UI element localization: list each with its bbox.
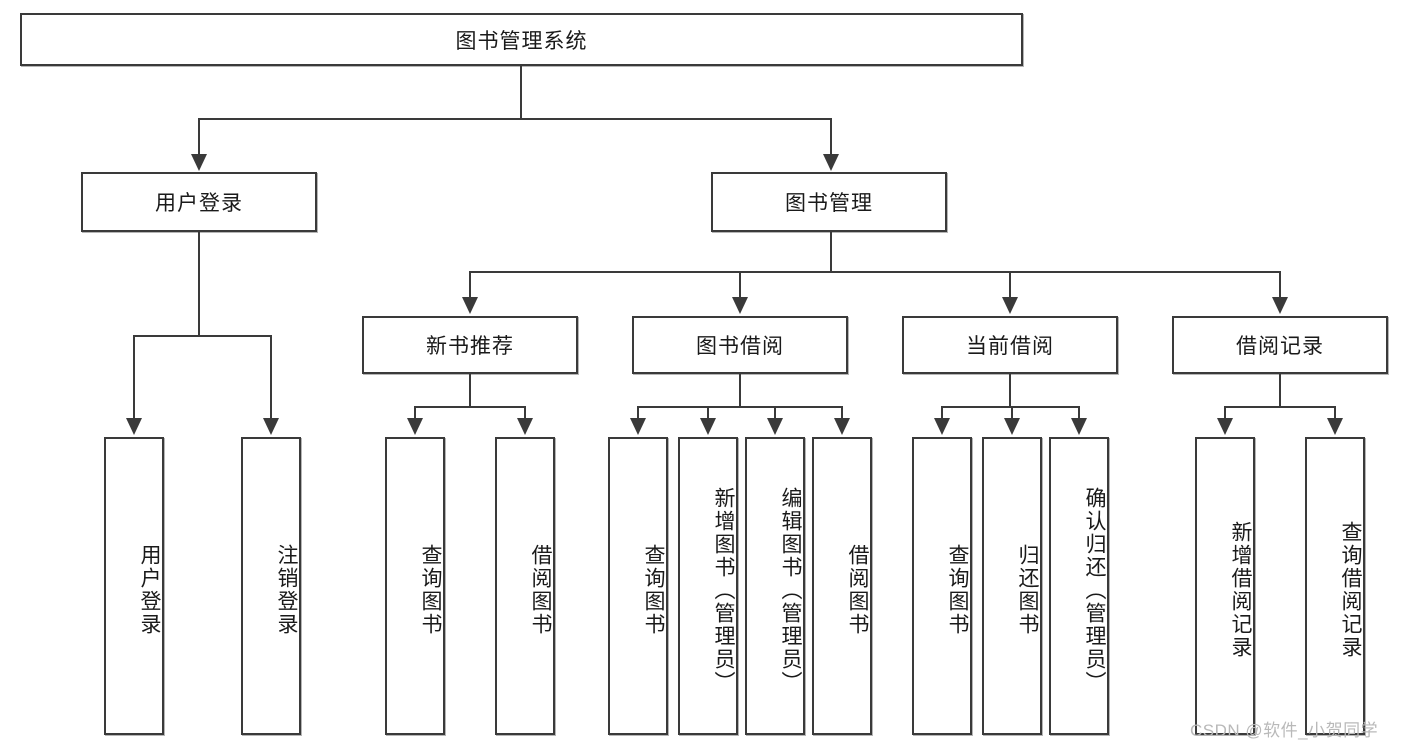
arrow-book-borrow-to-leaf-1 bbox=[630, 418, 646, 435]
node-label: 查询图书 bbox=[419, 544, 442, 636]
edge-new-book-to-leaf-1 bbox=[414, 406, 416, 420]
edge-current-borrow-bus bbox=[941, 406, 1079, 408]
node-borrow-record[interactable]: 借阅记录 bbox=[1172, 316, 1388, 374]
edge-borrow-record-bus bbox=[1224, 406, 1336, 408]
node-label: 用户登录 bbox=[155, 192, 243, 215]
edge-user-login-to-leaf-1 bbox=[133, 335, 135, 420]
node-label: 借阅图书 bbox=[529, 544, 552, 636]
arrow-user-login-to-leaf-1 bbox=[126, 418, 142, 435]
node-root-system[interactable]: 图书管理系统 bbox=[20, 13, 1023, 66]
node-book-management[interactable]: 图书管理 bbox=[711, 172, 947, 232]
edge-borrow-record-stem bbox=[1279, 374, 1281, 408]
arrow-new-book-to-leaf-2 bbox=[517, 418, 533, 435]
leaf-current-borrow-return-book[interactable]: 归还图书 bbox=[982, 437, 1042, 735]
edge-root-stem bbox=[520, 66, 522, 119]
edge-current-borrow-to-leaf-3 bbox=[1078, 406, 1080, 420]
node-new-book-recommend[interactable]: 新书推荐 bbox=[362, 316, 578, 374]
node-label: 借阅记录 bbox=[1236, 335, 1324, 358]
arrow-current-borrow-to-leaf-1 bbox=[934, 418, 950, 435]
edge-current-borrow-stem bbox=[1009, 374, 1011, 408]
leaf-borrow-record-add-record[interactable]: 新增借阅记录 bbox=[1195, 437, 1255, 735]
node-label: 确认归还（管理员） bbox=[1083, 486, 1106, 694]
edge-book-borrow-to-leaf-2 bbox=[707, 406, 709, 420]
leaf-new-book-query-book[interactable]: 查询图书 bbox=[385, 437, 445, 735]
edge-book-borrow-to-leaf-1 bbox=[637, 406, 639, 420]
node-label: 注销登录 bbox=[275, 544, 298, 636]
node-user-login[interactable]: 用户登录 bbox=[81, 172, 317, 232]
arrow-book-borrow-to-leaf-4 bbox=[834, 418, 850, 435]
csdn-watermark: CSDN @软件_小贺同学 bbox=[1190, 721, 1379, 740]
edge-book-manage-stem bbox=[830, 232, 832, 273]
leaf-current-borrow-confirm-return-admin[interactable]: 确认归还（管理员） bbox=[1049, 437, 1109, 735]
edge-book-borrow-bus bbox=[637, 406, 842, 408]
leaf-borrow-record-query-record[interactable]: 查询借阅记录 bbox=[1305, 437, 1365, 735]
edge-user-login-bus bbox=[133, 335, 270, 337]
node-label: 新增借阅记录 bbox=[1229, 521, 1252, 659]
edge-new-book-bus bbox=[414, 406, 526, 408]
node-label: 新增图书（管理员） bbox=[712, 486, 735, 694]
arrow-current-borrow-to-leaf-3 bbox=[1071, 418, 1087, 435]
node-book-borrow[interactable]: 图书借阅 bbox=[632, 316, 848, 374]
leaf-book-borrow-borrow-book[interactable]: 借阅图书 bbox=[812, 437, 872, 735]
node-current-borrow[interactable]: 当前借阅 bbox=[902, 316, 1118, 374]
edge-borrow-record-to-leaf-2 bbox=[1334, 406, 1336, 420]
edge-book-borrow-stem bbox=[739, 374, 741, 408]
edge-current-borrow-to-leaf-1 bbox=[941, 406, 943, 420]
arrow-root-to-book-manage bbox=[823, 154, 839, 171]
arrow-user-login-to-leaf-2 bbox=[263, 418, 279, 435]
leaf-new-book-borrow-book[interactable]: 借阅图书 bbox=[495, 437, 555, 735]
edge-book-manage-to-new-book bbox=[469, 271, 471, 299]
edge-root-bus bbox=[198, 118, 832, 120]
node-label: 借阅图书 bbox=[846, 544, 869, 636]
node-label: 归还图书 bbox=[1016, 544, 1039, 636]
edge-user-login-to-leaf-2 bbox=[270, 335, 272, 420]
arrow-book-manage-to-book-borrow bbox=[732, 297, 748, 314]
node-label: 查询图书 bbox=[946, 544, 969, 636]
edge-book-borrow-to-leaf-3 bbox=[774, 406, 776, 420]
arrow-book-borrow-to-leaf-2 bbox=[700, 418, 716, 435]
edge-root-to-user-login bbox=[198, 118, 200, 156]
arrow-book-manage-to-new-book bbox=[462, 297, 478, 314]
node-label: 新书推荐 bbox=[426, 335, 514, 358]
node-label: 编辑图书（管理员） bbox=[779, 486, 802, 694]
edge-current-borrow-to-leaf-2 bbox=[1011, 406, 1013, 420]
arrow-borrow-record-to-leaf-2 bbox=[1327, 418, 1343, 435]
arrow-book-manage-to-borrow-record bbox=[1272, 297, 1288, 314]
edge-user-login-stem bbox=[198, 232, 200, 336]
leaf-book-borrow-add-book-admin[interactable]: 新增图书（管理员） bbox=[678, 437, 738, 735]
arrow-current-borrow-to-leaf-2 bbox=[1004, 418, 1020, 435]
node-label: 当前借阅 bbox=[966, 335, 1054, 358]
edge-book-manage-bus bbox=[469, 271, 1281, 273]
edge-new-book-stem bbox=[469, 374, 471, 408]
leaf-user-login-logout[interactable]: 注销登录 bbox=[241, 437, 301, 735]
node-label: 用户登录 bbox=[138, 544, 161, 636]
node-label: 查询借阅记录 bbox=[1339, 521, 1362, 659]
edge-root-to-book-manage bbox=[830, 118, 832, 156]
node-label: 图书借阅 bbox=[696, 335, 784, 358]
leaf-user-login-login[interactable]: 用户登录 bbox=[104, 437, 164, 735]
node-label: 查询图书 bbox=[642, 544, 665, 636]
edge-book-manage-to-borrow-record bbox=[1279, 271, 1281, 299]
node-label: 图书管理 bbox=[785, 192, 873, 215]
arrow-book-manage-to-current-borrow bbox=[1002, 297, 1018, 314]
edge-borrow-record-to-leaf-1 bbox=[1224, 406, 1226, 420]
node-label: 图书管理系统 bbox=[455, 29, 588, 53]
edge-book-manage-to-book-borrow bbox=[739, 271, 741, 299]
arrow-borrow-record-to-leaf-1 bbox=[1217, 418, 1233, 435]
arrow-new-book-to-leaf-1 bbox=[407, 418, 423, 435]
edge-book-manage-to-current-borrow bbox=[1009, 271, 1011, 299]
edge-new-book-to-leaf-2 bbox=[524, 406, 526, 420]
leaf-current-borrow-query-book[interactable]: 查询图书 bbox=[912, 437, 972, 735]
arrow-root-to-user-login bbox=[191, 154, 207, 171]
arrow-book-borrow-to-leaf-3 bbox=[767, 418, 783, 435]
leaf-book-borrow-edit-book-admin[interactable]: 编辑图书（管理员） bbox=[745, 437, 805, 735]
edge-book-borrow-to-leaf-4 bbox=[841, 406, 843, 420]
leaf-book-borrow-query-book[interactable]: 查询图书 bbox=[608, 437, 668, 735]
